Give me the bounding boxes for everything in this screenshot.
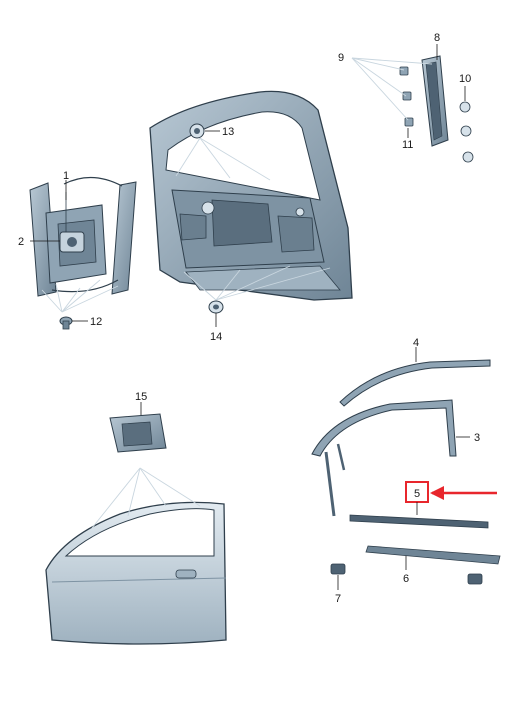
label-part-15: 15 (135, 391, 147, 403)
label-part-6: 6 (403, 573, 409, 585)
label-part-14: 14 (210, 331, 222, 343)
callout-arrow-icon (430, 486, 444, 500)
label-part-9: 9 (338, 52, 344, 64)
trim-piece-15 (109, 413, 167, 453)
label-part-10: 10 (459, 73, 471, 85)
grommet-14 (208, 300, 224, 314)
label-part-5: 5 (414, 488, 420, 500)
label-part-12: 12 (90, 316, 102, 328)
pillar-leaders (351, 57, 433, 121)
screws-9 (399, 66, 414, 127)
nuts-10 (459, 101, 474, 163)
label-part-2: 2 (18, 236, 24, 248)
end-cap-7 (330, 563, 483, 585)
label-part-11: 11 (402, 139, 413, 151)
frame-leaders (175, 137, 331, 301)
door-leaders (91, 467, 201, 529)
grommet-13 (189, 123, 205, 139)
window-regulator (29, 176, 137, 297)
label-part-1: 1 (63, 170, 69, 182)
sill-moulding-6 (365, 545, 501, 565)
label-part-7: 7 (335, 593, 341, 605)
pillar-trim-8 (421, 55, 449, 147)
outer-door (45, 501, 227, 645)
label-part-4: 4 (413, 337, 419, 349)
bolt-12 (59, 316, 73, 330)
label-part-8: 8 (434, 32, 440, 44)
door-seal-3 (311, 399, 457, 517)
door-inner-frame (149, 90, 353, 301)
regulator-leaders (41, 279, 119, 313)
window-moulding-4 (339, 359, 491, 407)
seal-strip-5 (349, 514, 489, 529)
label-part-3: 3 (474, 432, 480, 444)
label-part-13: 13 (222, 126, 234, 138)
